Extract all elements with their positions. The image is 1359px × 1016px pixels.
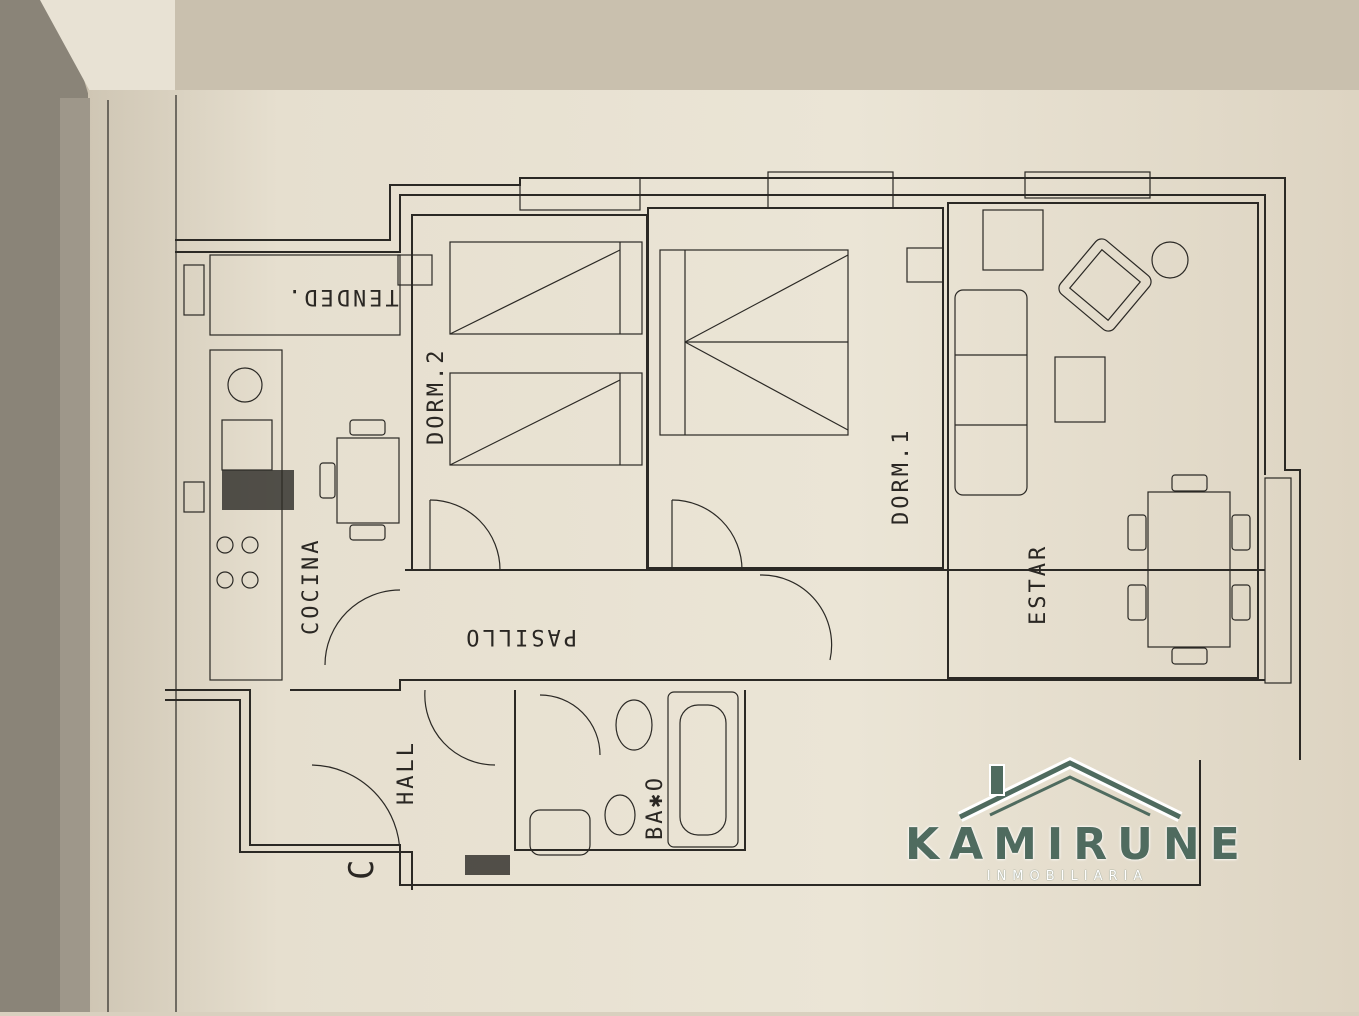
- svg-text:HALL: HALL: [394, 740, 419, 805]
- electrical-panel: [183, 264, 205, 316]
- label-dorm1: DORM.1: [889, 428, 914, 525]
- brand-logo: KAMIRUNE INMOBILIARIA: [905, 755, 1250, 895]
- corridor-wall-lower: [290, 679, 1265, 691]
- svg-text:TENDED.: TENDED.: [285, 284, 399, 309]
- wardrobe-dorm1: [906, 247, 944, 283]
- bathroom-wall: [514, 690, 746, 851]
- dish-rack: [222, 470, 294, 510]
- house-roof-icon: [957, 756, 1183, 822]
- door-dorm1: [671, 499, 743, 571]
- plant-icon: [1151, 241, 1189, 279]
- door-bano: [539, 694, 601, 756]
- washing-machine-icon: [227, 367, 263, 403]
- svg-text:DORM.1: DORM.1: [889, 428, 914, 525]
- bed-dorm2-b: [449, 372, 643, 466]
- window-estar: [1024, 171, 1151, 199]
- toilet-icon: [604, 794, 636, 836]
- label-bano: BA✱O: [643, 775, 668, 840]
- hob-burner: [216, 536, 234, 554]
- brand-subtitle: INMOBILIARIA: [986, 869, 1149, 884]
- svg-text:ESTAR: ESTAR: [1026, 544, 1051, 625]
- bathtub-icon: [667, 691, 739, 848]
- svg-text:COCINA: COCINA: [299, 538, 324, 635]
- brand-name: KAMIRUNE: [905, 819, 1250, 870]
- label-dorm2: DORM.2: [424, 348, 449, 445]
- sofa: [954, 289, 1028, 496]
- top-page-flap: [40, 0, 175, 95]
- svg-text:PASILLO: PASILLO: [463, 624, 577, 649]
- door-dorm2: [429, 499, 501, 571]
- door-cocina: [324, 589, 401, 666]
- door-hall: [424, 689, 496, 766]
- wardrobe-dorm2: [397, 254, 433, 286]
- window-dorm2: [519, 177, 641, 211]
- corner-mark: C: [342, 857, 382, 880]
- coffee-table: [1054, 356, 1106, 423]
- room-dorm1: [647, 207, 944, 569]
- window-estar-side: [1264, 477, 1292, 684]
- paper-page: [88, 90, 1359, 1012]
- kitchen-counter: [209, 349, 283, 681]
- door-estar: [759, 574, 833, 661]
- side-table: [982, 209, 1044, 271]
- room-tendedero: [209, 254, 401, 336]
- page-shadow: [60, 98, 90, 1012]
- label-tended: TENDED.: [285, 284, 399, 309]
- bed-dorm2-a: [449, 241, 643, 335]
- bidet-icon: [615, 699, 653, 751]
- room-estar: [947, 202, 1259, 679]
- label-estar: ESTAR: [1026, 544, 1051, 625]
- exterior-wall-inner: [175, 194, 1266, 475]
- armchair: [1058, 238, 1152, 332]
- vent-icon: [465, 855, 510, 875]
- label-cocina: COCINA: [299, 538, 324, 635]
- kitchen-table: [336, 437, 400, 524]
- lower-wall-inner: [165, 699, 413, 890]
- door-entrance: [311, 764, 401, 856]
- svg-text:C: C: [342, 857, 382, 880]
- label-pasillo: PASILLO: [463, 624, 577, 649]
- washbasin-icon: [529, 809, 591, 856]
- svg-text:DORM.2: DORM.2: [424, 348, 449, 445]
- label-hall: HALL: [394, 740, 419, 805]
- svg-text:BA✱O: BA✱O: [643, 775, 668, 840]
